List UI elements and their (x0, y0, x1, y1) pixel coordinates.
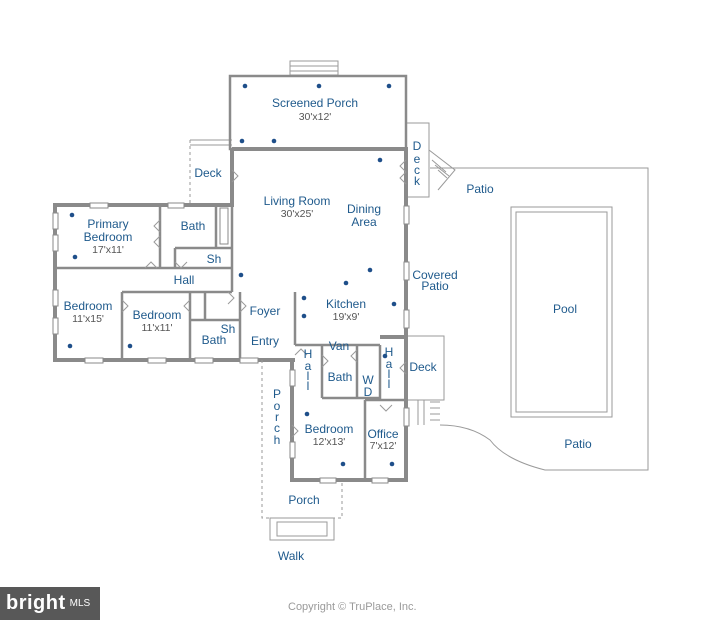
hall-center-letter-4: l (307, 379, 310, 393)
pool-label: Pool (553, 302, 577, 316)
wd-letter-w: W (362, 373, 374, 387)
pool-inner (515, 211, 608, 413)
entry-label: Entry (251, 334, 279, 348)
foyer-label: Foyer (250, 304, 281, 318)
screened-porch-treads (290, 65, 338, 72)
deck-letter-1: D (413, 139, 422, 153)
primary-bedroom-label-1: Primary (87, 217, 128, 231)
wd-label: W D (362, 373, 374, 399)
bedroom-left-dim: 11'x15' (72, 313, 104, 325)
patio-outline (430, 167, 649, 471)
kitchen-dim: 19'x9' (333, 311, 360, 323)
deck-stair-treads (431, 159, 450, 179)
hall-center-letter-2: a (305, 359, 312, 373)
living-room-label: Living Room (264, 194, 331, 208)
bedroom-bottom-dim: 12'x13' (313, 436, 346, 448)
primary-bedroom-dim: 17'x11' (92, 244, 124, 256)
porch-side-label: P o r c h (273, 387, 281, 447)
deck-steps (428, 149, 456, 191)
primary-bedroom-label-2: Bedroom (84, 230, 133, 244)
sh-mid-label: Sh (221, 322, 236, 336)
hall-center-label: H a l l (304, 347, 313, 393)
van-label: Van (329, 339, 349, 353)
hall-center-letter-3: l (307, 369, 310, 383)
door-marks (121, 159, 407, 438)
deck-right-steps (417, 400, 440, 425)
hall-right-letter-1: H (385, 345, 394, 359)
porch-front-label: Porch (288, 493, 319, 507)
office-dim: 7'x12' (370, 440, 397, 452)
hall-right-label: H a l l (385, 345, 394, 391)
logo-suffix: MLS (69, 598, 91, 609)
sh-primary-label: Sh (207, 252, 222, 266)
deck-right-label: Deck (409, 360, 437, 374)
bedroom-mid-label: Bedroom (133, 308, 182, 322)
patio-bottom-label: Patio (564, 437, 592, 451)
logo-brand: bright (6, 592, 66, 614)
copyright-text: Copyright © TruPlace, Inc. (288, 601, 417, 613)
hall-right-letter-2: a (386, 357, 393, 371)
deck-letter-2: e (414, 152, 421, 166)
porch-side-letter-3: r (275, 410, 279, 424)
living-room-dim: 30'x25' (281, 208, 314, 220)
floor-plan: Screened Porch 30'x12' Deck D e c k Pati… (52, 60, 649, 563)
hall-right-letter-4: l (388, 377, 391, 391)
screened-porch-steps (289, 60, 339, 76)
deck-left-label: Deck (194, 166, 222, 180)
hall-right-letter-3: l (388, 367, 391, 381)
walk-steps-inner (276, 521, 328, 537)
deck-top-right-label: D e c k (413, 139, 422, 188)
covered-patio-label-2: Patio (421, 279, 449, 293)
porch-side-letter-4: c (274, 421, 280, 435)
covered-patio-label-1: Covered (412, 268, 457, 282)
pool-outer (510, 206, 613, 418)
hall-center-letter-1: H (304, 347, 313, 361)
interior-walls (55, 205, 406, 480)
hall-left-label: Hall (174, 273, 195, 287)
bedroom-bottom-label: Bedroom (305, 422, 354, 436)
bright-mls-logo: bright MLS (0, 587, 100, 620)
office-label: Office (367, 427, 398, 441)
bedroom-mid-dim: 11'x11' (141, 322, 172, 334)
porch-side-letter-5: h (274, 433, 281, 447)
dining-area-label-2: Area (351, 215, 377, 229)
deck-letter-4: k (414, 174, 421, 188)
windows (52, 202, 410, 484)
deck-left-steps (190, 139, 232, 146)
deck-letter-3: c (414, 163, 420, 177)
bath-mid-label: Bath (202, 333, 227, 347)
bath-primary-label: Bath (181, 219, 206, 233)
kitchen-label: Kitchen (326, 297, 366, 311)
patio-top-label: Patio (466, 182, 494, 196)
wd-letter-d: D (364, 385, 373, 399)
fixture-dots (67, 83, 397, 467)
bath-center-label: Bath (328, 370, 353, 384)
dining-area-label-1: Dining (347, 202, 381, 216)
walk-steps (269, 517, 335, 541)
screened-porch-label: Screened Porch (272, 96, 358, 110)
screened-porch-dim: 30'x12' (299, 111, 332, 123)
bedroom-left-label: Bedroom (64, 299, 113, 313)
walk-label: Walk (278, 549, 305, 563)
porch-side-letter-2: o (274, 399, 281, 413)
porch-side-letter-1: P (273, 387, 281, 401)
